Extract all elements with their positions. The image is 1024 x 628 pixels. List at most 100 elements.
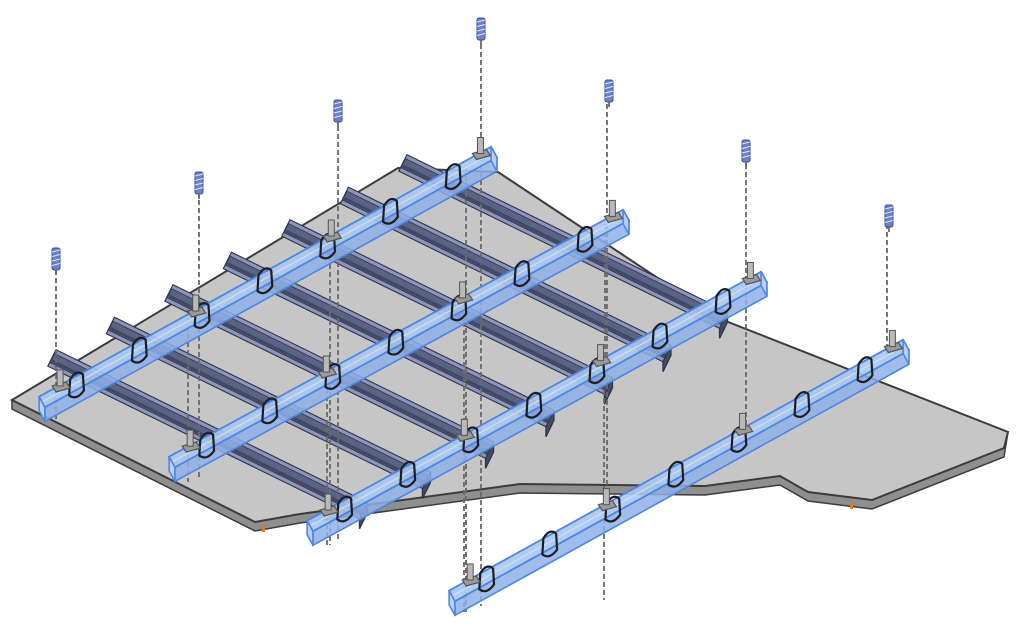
runner-clips-layer — [68, 163, 874, 593]
anchor-thread — [51, 249, 61, 253]
anchor-thread — [194, 178, 204, 181]
hanger-bracket — [603, 199, 624, 224]
hanger-bracket — [319, 493, 340, 517]
carrier-end-cap — [490, 146, 498, 172]
ceiling-anchor-icon — [476, 17, 486, 48]
runner-clip — [261, 397, 279, 425]
hanger-bracket — [181, 429, 202, 453]
clip-loop — [381, 197, 399, 225]
hanger-bracket — [186, 294, 207, 318]
hanger-bracket — [317, 355, 338, 379]
runner-clip — [381, 197, 399, 225]
board-joint-mark — [850, 503, 853, 509]
carrier-end-cap — [902, 339, 910, 365]
anchor-thread — [51, 254, 61, 257]
bracket-body — [466, 563, 474, 581]
ceiling-anchor-icon — [884, 204, 894, 235]
anchor-thread — [51, 258, 61, 262]
carrier-end-cap — [38, 396, 46, 422]
clip-loop — [651, 322, 669, 350]
hanger-bracket — [461, 563, 482, 587]
hanger-bracket — [597, 488, 618, 512]
clip-loop — [387, 328, 405, 356]
anchor-thread — [476, 28, 486, 32]
runner-clip — [714, 288, 732, 315]
clip-loop — [462, 426, 480, 454]
anchor-thread — [884, 206, 894, 210]
anchor-thread — [604, 81, 614, 85]
clip-loop — [604, 495, 622, 523]
anchor-thread — [333, 101, 343, 105]
anchor-thread — [741, 155, 751, 158]
anchor-thread — [884, 211, 894, 214]
bracket-body — [322, 355, 330, 373]
clip-loop — [261, 397, 279, 425]
anchor-thread — [333, 106, 343, 109]
bracket-body — [739, 412, 747, 430]
clip-loop — [478, 565, 496, 593]
carrier-highlight — [309, 276, 765, 527]
runner-clip — [525, 391, 543, 419]
clip-loop — [513, 260, 531, 288]
bracket-body — [602, 488, 610, 506]
carrier-end-cap — [622, 209, 630, 235]
ceiling-anchor-icon — [604, 79, 614, 110]
hanger-bracket — [51, 369, 72, 393]
runner-clip — [667, 460, 685, 488]
runner-clip — [793, 391, 811, 418]
runner-clip — [541, 530, 559, 558]
board-joint-mark — [262, 526, 265, 532]
runner-clip — [130, 336, 148, 364]
anchor-thread — [333, 110, 343, 114]
carrier-highlight — [171, 214, 627, 463]
bracket-body — [597, 344, 605, 362]
runner-clip — [256, 267, 274, 295]
runner-clip — [444, 163, 462, 191]
runner-clip — [478, 565, 496, 593]
clip-loop — [576, 225, 594, 253]
runner-clip — [462, 426, 480, 454]
carrier-end-cap — [448, 590, 456, 616]
clip-loop — [324, 363, 342, 390]
hanger-bracket — [733, 412, 754, 437]
hanger-bracket — [471, 137, 492, 161]
runner-clip — [856, 356, 874, 384]
runner-clip — [513, 260, 531, 288]
clip-loop — [525, 391, 543, 419]
bracket-body — [327, 219, 335, 237]
bracket-body — [56, 369, 64, 387]
bracket-body — [459, 281, 467, 299]
runner-clip — [198, 431, 216, 459]
anchor-thread — [884, 215, 894, 219]
runner-clip — [324, 363, 342, 390]
anchor-thread — [51, 263, 61, 266]
anchor-thread — [194, 173, 204, 177]
anchor-thread — [476, 24, 486, 27]
clip-loop — [193, 302, 211, 329]
clip-loop — [541, 530, 559, 558]
anchor-thread — [333, 115, 343, 118]
anchor-thread — [741, 150, 751, 154]
carrier-end-cap — [306, 520, 314, 546]
bracket-body — [476, 137, 484, 154]
anchor-thread — [741, 141, 751, 145]
anchor-thread — [604, 90, 614, 94]
bracket-body — [186, 429, 194, 447]
bracket-body — [888, 330, 896, 348]
clip-loop — [714, 288, 732, 315]
bracket-body — [192, 294, 200, 312]
hanger-bracket — [453, 281, 474, 305]
hanger-bracket — [455, 418, 476, 442]
ceiling-anchor-icon — [51, 247, 61, 278]
carrier-end-cap — [760, 271, 768, 297]
anchor-thread — [194, 182, 204, 186]
anchor-thread — [604, 95, 614, 98]
clip-loop — [336, 495, 354, 523]
hanger-bracket — [741, 261, 762, 286]
anchor-thread — [476, 33, 486, 36]
clip-loop — [667, 460, 685, 488]
ceiling-anchors-layer — [51, 17, 894, 278]
hanger-bracket — [322, 219, 343, 243]
